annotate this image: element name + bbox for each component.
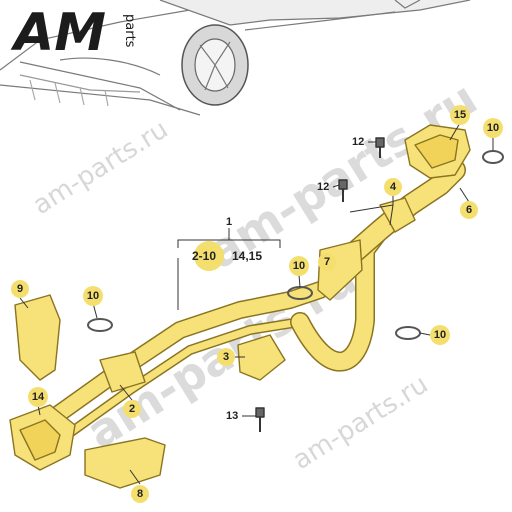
leader-lines	[19, 122, 494, 485]
callout-2[interactable]: 2	[129, 403, 135, 415]
callout-12-upper[interactable]: 12	[352, 136, 364, 148]
callout-10-right[interactable]: 10	[434, 329, 446, 341]
callout-4[interactable]: 4	[390, 181, 397, 193]
logo-am-text: AM	[10, 3, 106, 63]
callout-15[interactable]: 15	[454, 109, 466, 121]
callout-13[interactable]: 13	[226, 410, 238, 422]
am-parts-logo: AM parts	[10, 3, 137, 63]
watermark-1: am-parts.ru	[28, 114, 174, 220]
group-extra: 14,15	[232, 249, 262, 263]
cable-harness	[9, 124, 504, 489]
group-range: 2-10	[192, 249, 216, 263]
callout-14[interactable]: 14	[32, 391, 45, 403]
group-number: 1	[226, 216, 232, 228]
callouts: 15 10 12 12 4 6 7 10 9 10 10 3 14 2 13 8	[11, 105, 503, 503]
logo-parts-text: parts	[122, 14, 137, 48]
callout-10-left[interactable]: 10	[87, 290, 99, 302]
group-label: 1 2-10 14,15	[192, 216, 262, 271]
callout-10-top-right[interactable]: 10	[487, 122, 499, 134]
callout-6[interactable]: 6	[466, 204, 472, 216]
callout-12-lower[interactable]: 12	[317, 181, 329, 193]
callout-3[interactable]: 3	[223, 351, 229, 363]
callout-8[interactable]: 8	[137, 488, 143, 500]
car-illustration	[0, 0, 471, 116]
group-highlight	[194, 241, 224, 271]
callout-7[interactable]: 7	[324, 256, 330, 268]
callout-9[interactable]: 9	[17, 283, 23, 295]
callout-10-center[interactable]: 10	[293, 260, 305, 272]
watermark-4: am-parts.ru	[288, 369, 434, 475]
